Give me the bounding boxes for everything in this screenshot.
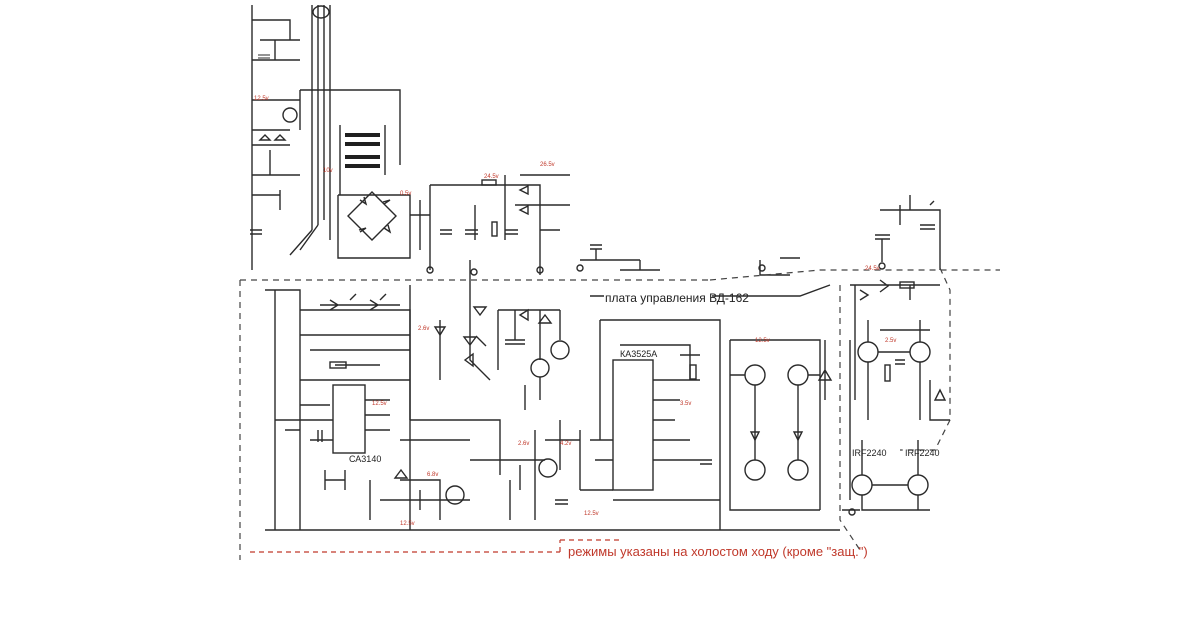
driver-transistors bbox=[729, 339, 833, 511]
voltage-label: 12.5v bbox=[254, 96, 269, 102]
voltage-annotations: 12.5v 10v 0.5v 24.5v 26.5v 24.5v 2.6v 6.… bbox=[254, 96, 896, 527]
ka3525a-chip bbox=[579, 319, 721, 510]
right-terminals bbox=[576, 195, 941, 276]
ka3525a-label: КА3525А bbox=[620, 349, 657, 359]
input-section bbox=[250, 5, 301, 270]
voltage-label: 24.5v bbox=[865, 266, 880, 272]
left-control bbox=[265, 289, 610, 531]
board-title: плата управления ВД-162 bbox=[605, 291, 749, 305]
voltage-label: 2.6v bbox=[518, 441, 529, 447]
irf2240-left-label: IRF2240 bbox=[852, 448, 887, 458]
cable-loop bbox=[312, 5, 330, 19]
voltage-label: 12.5v bbox=[372, 401, 387, 407]
voltage-label: 10v bbox=[323, 168, 333, 174]
voltage-label: 12.5v bbox=[400, 521, 415, 527]
middle-section bbox=[409, 275, 580, 520]
irf2240-right-label: IRF2240 bbox=[905, 448, 940, 458]
voltage-label: 0.5v bbox=[400, 191, 411, 197]
transistor-symbol bbox=[282, 107, 298, 123]
voltage-label: 26.5v bbox=[540, 162, 555, 168]
voltage-label: 4.2v bbox=[560, 441, 571, 447]
board-boundary bbox=[239, 267, 1000, 560]
ca3140-chip bbox=[332, 384, 366, 454]
upper-supply bbox=[426, 174, 570, 276]
bottom-bus bbox=[369, 468, 840, 531]
rectifier-bridge bbox=[337, 184, 470, 259]
ca3140-label: СА3140 bbox=[349, 454, 381, 464]
voltage-label: 2.6v bbox=[418, 326, 429, 332]
voltage-label: 3.5v bbox=[680, 401, 691, 407]
output-stage bbox=[842, 279, 950, 516]
idle-mode-note: режимы указаны на холостом ходу (кроме "… bbox=[568, 544, 868, 559]
bus-cables bbox=[289, 5, 401, 256]
voltage-label: 24.5v bbox=[484, 174, 499, 180]
note-divider bbox=[250, 539, 620, 553]
voltage-label: 6.8v bbox=[427, 472, 438, 478]
voltage-label: 12.5v bbox=[755, 338, 770, 344]
voltage-label: 12.5v bbox=[584, 511, 599, 517]
transformer bbox=[339, 125, 386, 195]
voltage-label: 2.5v bbox=[885, 338, 896, 344]
